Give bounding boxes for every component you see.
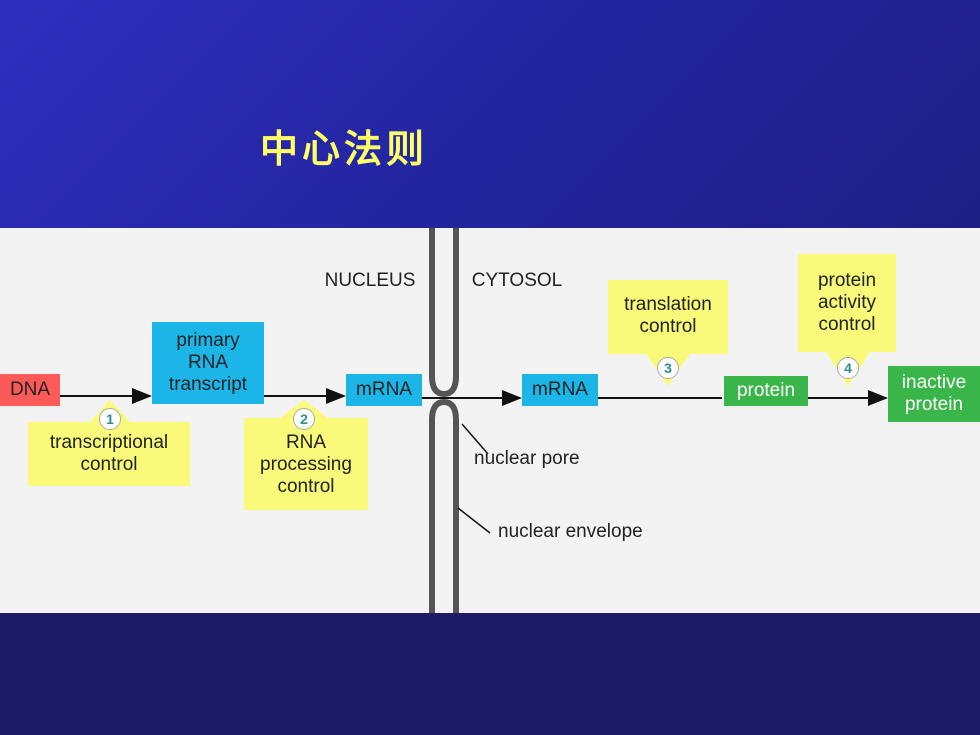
node-inactive-protein: inactive protein (888, 366, 980, 422)
control-4-line-3: control (818, 314, 876, 335)
callout-1-shape (28, 400, 190, 486)
control-4-line-2: activity (817, 292, 877, 313)
leader-nuclear-pore (461, 423, 489, 455)
nuclear-envelope-lower (429, 398, 459, 613)
control-2-number: 2 (293, 408, 315, 430)
control-2-line-1: RNA (285, 432, 327, 453)
slide-title: 中心法则 (260, 127, 429, 171)
control-3-line-1: translation (624, 294, 712, 315)
node-mrna-nucleus: mRNA (346, 374, 422, 406)
control-1-line-1: transcriptional (49, 432, 169, 453)
primary-rna-line-3: transcript (168, 374, 248, 395)
primary-rna-line-2: RNA (187, 352, 229, 373)
inactive-protein-line-2: protein (904, 394, 964, 415)
node-dna: DNA (0, 374, 60, 406)
node-primary-rna-transcript: primary RNA transcript (152, 322, 264, 404)
leader-nuclear-envelope (457, 507, 491, 534)
control-3-text: translation control (608, 294, 728, 338)
control-2-text: RNA processing control (244, 432, 368, 498)
nuclear-envelope-label: nuclear envelope (498, 521, 643, 542)
control-1-text: transcriptional control (28, 432, 190, 476)
diagram-lines (28, 228, 896, 613)
nuclear-pore-label: nuclear pore (474, 448, 580, 469)
control-4-number: 4 (837, 357, 859, 379)
nuclear-envelope-upper (429, 228, 459, 398)
control-2-line-2: processing (260, 454, 352, 475)
nucleus-label: NUCLEUS (324, 270, 416, 291)
control-4-line-1: protein (817, 270, 877, 291)
callout-3-shape (608, 280, 728, 386)
callout-2-shape (244, 400, 368, 510)
control-3-line-2: control (639, 316, 697, 337)
control-3-number: 3 (657, 357, 679, 379)
control-2-line-3: control (277, 476, 335, 497)
primary-rna-line-1: primary (176, 330, 240, 351)
inactive-protein-line-1: inactive (901, 372, 967, 393)
node-mrna-cytosol: mRNA (522, 374, 598, 406)
control-1-line-2: control (80, 454, 138, 475)
callout-4-shape (798, 254, 896, 386)
control-4-text: protein activity control (798, 270, 896, 336)
bottom-band (0, 613, 980, 735)
cytosol-label: CYTOSOL (471, 270, 563, 291)
control-1-number: 1 (99, 408, 121, 430)
node-protein: protein (724, 376, 808, 406)
